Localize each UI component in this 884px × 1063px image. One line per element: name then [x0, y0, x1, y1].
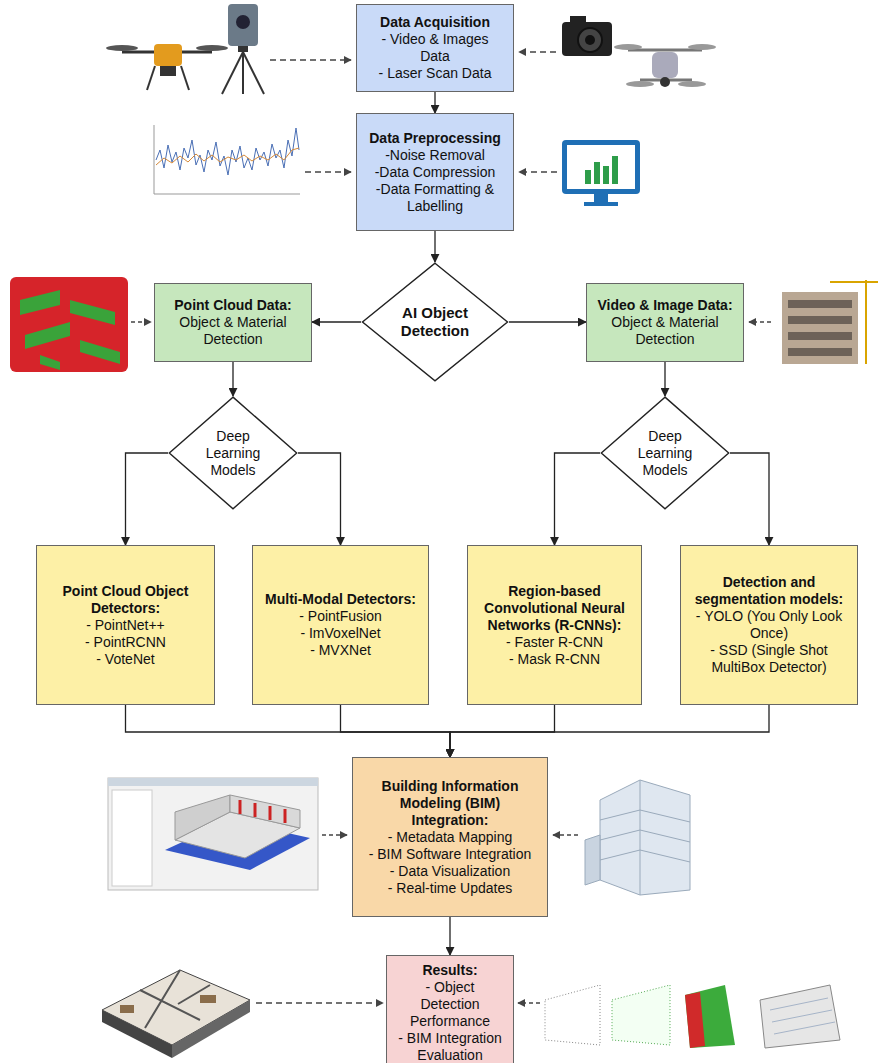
dashed-pointer: [519, 51, 556, 52]
box-text: - PointRCNN: [85, 634, 166, 651]
text-group: Deep Learning Models: [197, 428, 269, 479]
flow-arrow: [312, 321, 361, 322]
box-text: - Faster R-CNN: [506, 634, 603, 651]
box-text: - Real-time Updates: [388, 880, 513, 897]
box-heading: Region-based Convolutional Neural Networ…: [476, 583, 633, 634]
dashed-pointer: [322, 834, 347, 835]
drone-illustration: [614, 44, 716, 87]
box-heading: Detection and segmentation models:: [689, 574, 849, 608]
process-box: Data Acquisition- Video & Images Data- L…: [356, 4, 514, 92]
box-text: - Video & Images Data: [365, 31, 505, 65]
box-text: - Object Detection Performance: [395, 979, 505, 1030]
box-text: - VoteNet: [96, 651, 154, 668]
dashed-pointer: [270, 59, 351, 60]
flow-arrow: [232, 362, 233, 396]
dashed-pointer: [256, 1002, 383, 1003]
box-text: - Data Visualization: [390, 863, 510, 880]
process-box: Point Cloud Object Detectors:- PointNet+…: [36, 545, 215, 705]
result-samples-illustration: [545, 985, 840, 1048]
process-box: Point Cloud Data:Object & Material Detec…: [154, 283, 312, 362]
flow-arrow: [434, 92, 435, 113]
flow-arrow: [450, 705, 769, 757]
monitor-illustration: [562, 140, 640, 206]
process-box: Multi-Modal Detectors:- PointFusion- ImV…: [252, 545, 429, 705]
box-text: - BIM Software Integration: [369, 846, 532, 863]
dashed-pointer: [749, 321, 771, 322]
process-box: Data Preprocessing-Noise Removal-Data Co…: [356, 113, 514, 231]
box-text: - ImVoxelNet: [300, 625, 380, 642]
camera-illustration: [562, 16, 612, 56]
flow-arrow: [126, 453, 169, 545]
process-box: Region-based Convolutional Neural Networ…: [467, 545, 642, 705]
box-text: - PointNet++: [86, 617, 165, 634]
process-box: Detection and segmentation models:- YOLO…: [680, 545, 858, 705]
flow-arrow: [664, 362, 665, 396]
process-box: Video & Image Data:Object & Material Det…: [586, 283, 744, 362]
text-group: Deep Learning Models: [629, 428, 701, 479]
dashed-pointer: [131, 321, 151, 322]
signal-graph-illustration: [154, 125, 300, 194]
point-cloud-illustration: [10, 277, 128, 372]
drone-illustration: [106, 44, 228, 90]
flow-arrow: [434, 231, 435, 262]
box-text: Object & Material Detection: [163, 314, 303, 348]
box-text: Deep Learning Models: [629, 428, 701, 479]
box-text: - Mask R-CNN: [509, 651, 600, 668]
flow-arrow: [450, 705, 555, 757]
dashed-pointer: [305, 171, 351, 172]
box-heading: AI Object Detection: [389, 304, 481, 340]
building-illustration: [782, 280, 878, 364]
box-text: Deep Learning Models: [197, 428, 269, 479]
flow-arrow: [449, 917, 450, 955]
flow-arrow: [555, 453, 601, 545]
box-heading: Data Acquisition: [380, 14, 490, 31]
box-text: - BIM Integration Evaluation: [395, 1030, 505, 1063]
box-text: -Data Formatting & Labelling: [365, 181, 505, 215]
box-heading: Building Information Modeling (BIM) Inte…: [361, 778, 539, 829]
tower-illustration: [585, 780, 690, 895]
flow-arrow: [126, 705, 451, 757]
box-heading: Point Cloud Object Detectors:: [45, 583, 206, 617]
floor-plan-illustration: [102, 970, 250, 1058]
box-text: - Laser Scan Data: [379, 65, 492, 82]
box-heading: Multi-Modal Detectors:: [265, 591, 416, 608]
dashed-pointer: [518, 1002, 540, 1003]
process-box: Results:- Object Detection Performance- …: [386, 955, 514, 1063]
box-text: - MVXNet: [310, 642, 371, 659]
dashed-pointer: [519, 171, 557, 172]
bim-software-illustration: [108, 778, 318, 890]
box-text: - SSD (Single Shot MultiBox Detector): [689, 642, 849, 676]
box-heading: Point Cloud Data:: [174, 297, 291, 314]
box-text: -Noise Removal: [385, 147, 485, 164]
laser-scanner-illustration: [222, 4, 264, 94]
flow-arrow: [730, 453, 769, 545]
box-heading: Data Preprocessing: [369, 130, 501, 147]
box-heading: Results:: [422, 962, 477, 979]
dashed-pointer: [553, 834, 578, 835]
decision-diamond: Deep Learning Models: [600, 396, 730, 510]
decision-diamond: AI Object Detection: [361, 262, 509, 382]
flow-arrow: [298, 453, 341, 545]
text-group: AI Object Detection: [389, 304, 481, 340]
box-text: - Metadata Mapping: [388, 829, 513, 846]
box-text: - PointFusion: [299, 608, 381, 625]
box-heading: Video & Image Data:: [597, 297, 732, 314]
process-box: Building Information Modeling (BIM) Inte…: [352, 757, 548, 917]
decision-diamond: Deep Learning Models: [168, 396, 298, 510]
box-text: -Data Compression: [375, 164, 496, 181]
box-text: Object & Material Detection: [595, 314, 735, 348]
flow-arrow: [509, 321, 586, 322]
box-text: - YOLO (You Only Look Once): [689, 608, 849, 642]
flow-arrow: [341, 705, 451, 757]
